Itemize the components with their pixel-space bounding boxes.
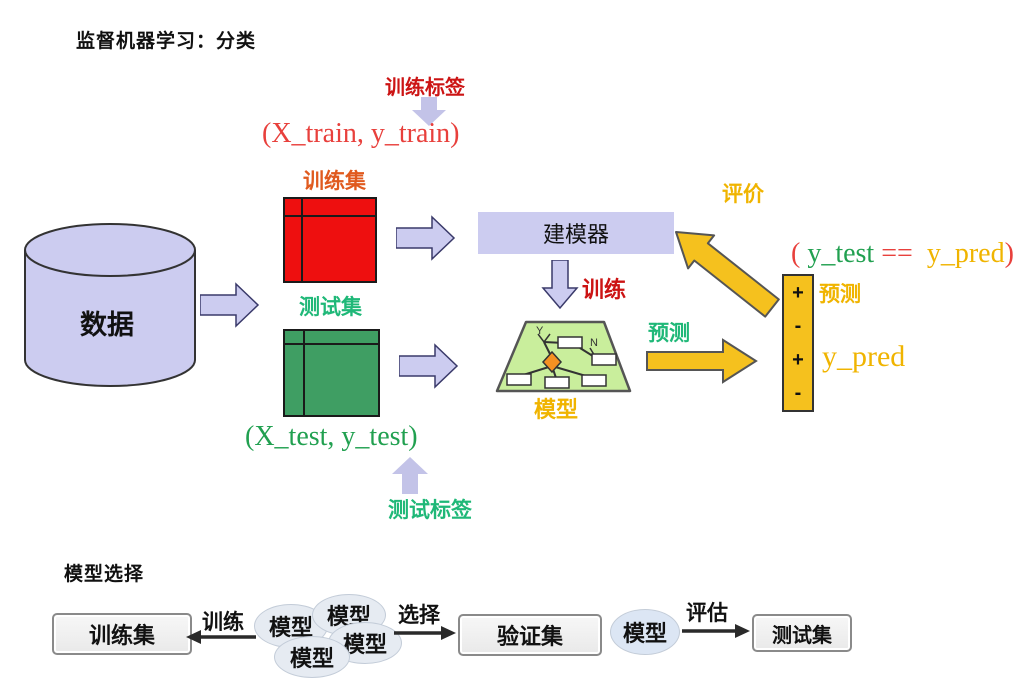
- down-arrow-icon: [541, 260, 579, 310]
- right-arrow-icon: [399, 343, 459, 389]
- expr-equals: ==: [874, 238, 920, 269]
- model-caption: 模型: [534, 397, 579, 422]
- predict-caption-right: 预测: [819, 283, 861, 306]
- train-set-box: 训练集: [52, 613, 192, 655]
- right-arrow-icon: [200, 282, 260, 328]
- selected-model-label: 模型: [622, 621, 667, 646]
- modeler-label: 建模器: [542, 222, 609, 247]
- train-arrow-caption: 训练: [202, 611, 244, 634]
- decision-tree-model: Y N: [495, 320, 632, 393]
- right-arrow-icon: [396, 215, 456, 261]
- page-title: 监督机器学习：分类: [76, 31, 257, 52]
- y-pred-text: y_pred: [822, 340, 906, 373]
- selected-model-oval: 模型: [610, 609, 680, 655]
- data-label: 数据: [80, 310, 134, 340]
- evaluate-caption: 评价: [722, 183, 764, 206]
- grid-line: [285, 215, 375, 217]
- test-set-grid: [283, 329, 380, 417]
- train-set-grid: [283, 197, 377, 283]
- expr-open-paren: (: [791, 238, 808, 269]
- up-arrow-icon: [392, 457, 428, 494]
- data-cylinder: [24, 223, 196, 387]
- model-oval-label: 模型: [289, 646, 334, 671]
- expr-close-paren: ): [1004, 238, 1014, 269]
- gold-diagonal-arrow-icon: [675, 231, 780, 318]
- pred-symbol: -: [794, 315, 802, 338]
- train-set-caption: 训练集: [303, 170, 366, 193]
- evaluate-arrow-caption: 评估: [686, 602, 728, 625]
- xy-test-text: (X_test, y_test): [245, 421, 418, 452]
- select-caption: 选择: [398, 604, 440, 627]
- down-arrow-icon: [412, 97, 446, 126]
- tree-no-label: N: [590, 337, 598, 349]
- gold-right-arrow-icon: [646, 338, 758, 384]
- pred-symbol: -: [794, 382, 802, 405]
- grid-line: [301, 199, 303, 281]
- pred-symbol: +: [792, 281, 804, 304]
- train-caption: 训练: [582, 277, 627, 302]
- validation-set-box: 验证集: [458, 614, 602, 656]
- model-oval-label: 模型: [342, 632, 387, 657]
- expr-y-test: y_test: [807, 238, 875, 269]
- train-labels-caption: 训练标签: [385, 77, 465, 99]
- test-labels-caption: 测试标签: [388, 499, 472, 522]
- test-set-box-label: 测试集: [772, 624, 832, 647]
- prediction-column: + - + -: [782, 274, 814, 412]
- evaluation-expression: ( y_test == y_pred): [763, 206, 1014, 302]
- pred-symbol: +: [792, 348, 804, 371]
- model-selection-heading: 模型选择: [64, 564, 145, 585]
- tree-yes-label: Y: [536, 325, 544, 337]
- model-oval-label: 模型: [268, 615, 313, 640]
- expr-y-pred: y_pred: [919, 238, 1005, 269]
- left-arrow-icon: [186, 630, 256, 644]
- grid-line: [285, 343, 378, 345]
- test-set-box: 测试集: [752, 614, 852, 652]
- validation-set-box-label: 验证集: [496, 624, 563, 649]
- predict-caption-left: 预测: [648, 322, 690, 345]
- train-set-box-label: 训练集: [88, 623, 155, 648]
- model-oval: 模型: [274, 636, 350, 678]
- xy-train-text: (X_train, y_train): [262, 118, 460, 149]
- grid-line: [303, 331, 305, 415]
- right-arrow-icon: [682, 624, 750, 638]
- test-set-caption: 测试集: [299, 296, 362, 319]
- modeler-box: 建模器: [478, 212, 674, 254]
- right-arrow-icon: [394, 626, 456, 640]
